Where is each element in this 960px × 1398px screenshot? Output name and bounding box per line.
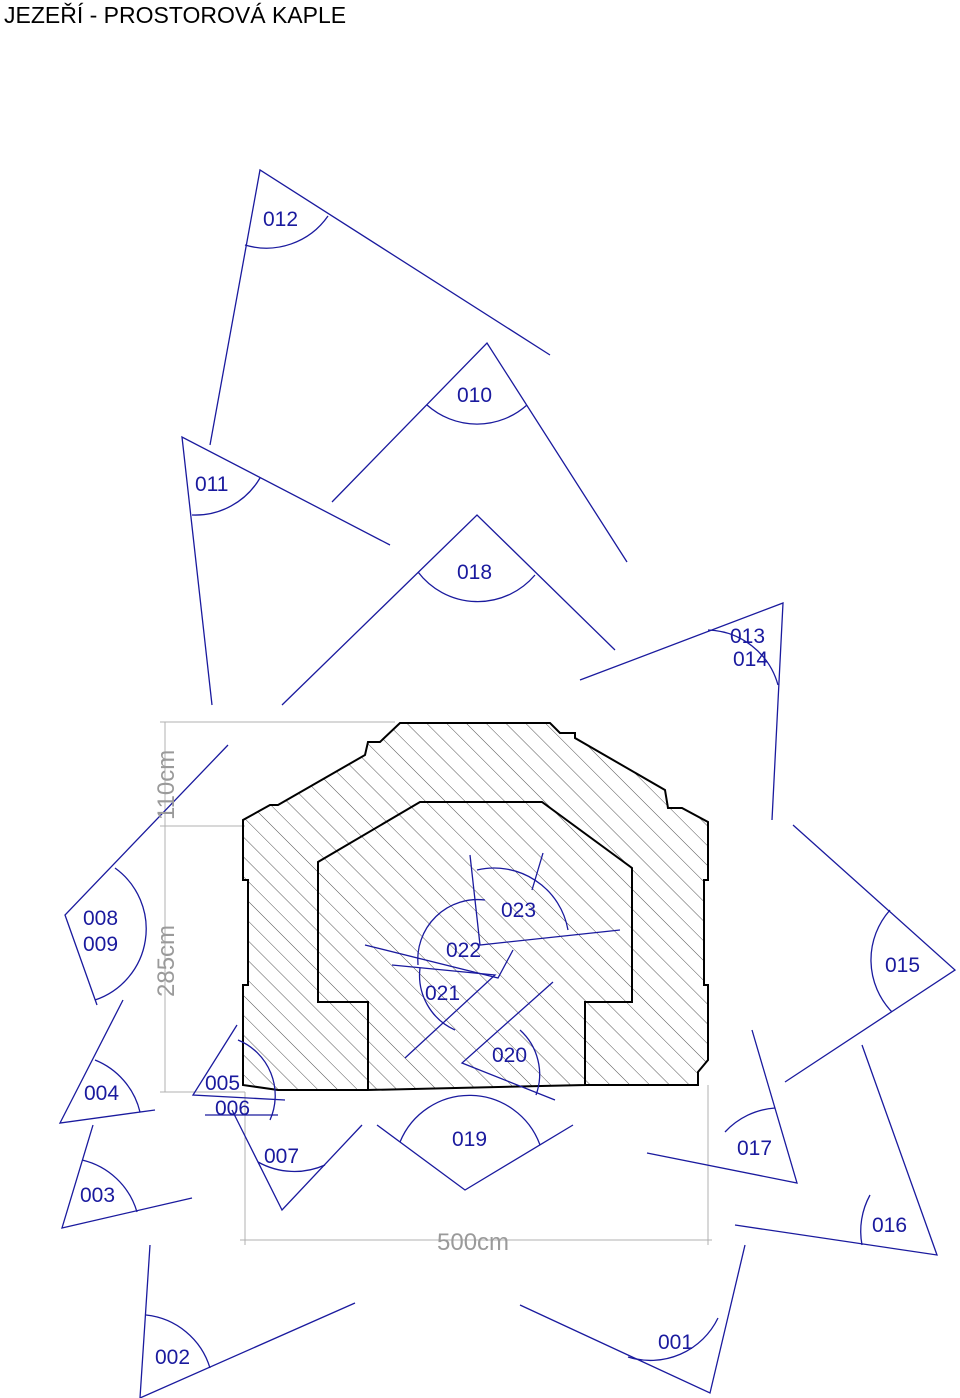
- viewpoint-symbols: [58, 168, 957, 1398]
- viewpoint-label-016: 016: [872, 1214, 907, 1237]
- viewpoint-label-020: 020: [492, 1044, 527, 1067]
- dimension-label-285: 285cm: [153, 925, 180, 997]
- dimension-label-110: 110cm: [153, 750, 180, 820]
- viewpoint-label-014: 014: [733, 648, 768, 671]
- viewpoint-label-023: 023: [501, 899, 536, 922]
- viewpoint-label-001: 001: [658, 1331, 693, 1354]
- viewpoint-label-006: 006: [215, 1097, 250, 1120]
- viewpoint-label-002: 002: [155, 1346, 190, 1369]
- viewpoint-label-019: 019: [452, 1128, 487, 1151]
- dimension-label-500: 500cm: [437, 1229, 509, 1256]
- viewpoint-label-018: 018: [457, 561, 492, 584]
- viewpoint-label-012: 012: [263, 208, 298, 231]
- viewpoint-label-022: 022: [446, 939, 481, 962]
- viewpoint-label-021: 021: [425, 982, 460, 1005]
- viewpoint-label-003: 003: [80, 1184, 115, 1207]
- viewpoint-label-009: 009: [83, 933, 118, 956]
- viewpoint-label-011: 011: [195, 473, 228, 496]
- page-title: JEZEŘÍ - PROSTOROVÁ KAPLE: [4, 2, 347, 28]
- viewpoint-label-004: 004: [84, 1082, 119, 1105]
- viewpoint-label-017: 017: [737, 1137, 772, 1160]
- viewpoint-label-008: 008: [83, 907, 118, 930]
- viewpoint-label-015: 015: [885, 954, 920, 977]
- viewpoint-labels: 001 002 003 004 005 006 007 008 009 010 …: [80, 208, 920, 1369]
- viewpoint-label-007: 007: [264, 1145, 299, 1168]
- viewpoint-label-013: 013: [730, 625, 765, 648]
- viewpoint-label-010: 010: [457, 384, 492, 407]
- viewpoint-label-005: 005: [205, 1072, 240, 1095]
